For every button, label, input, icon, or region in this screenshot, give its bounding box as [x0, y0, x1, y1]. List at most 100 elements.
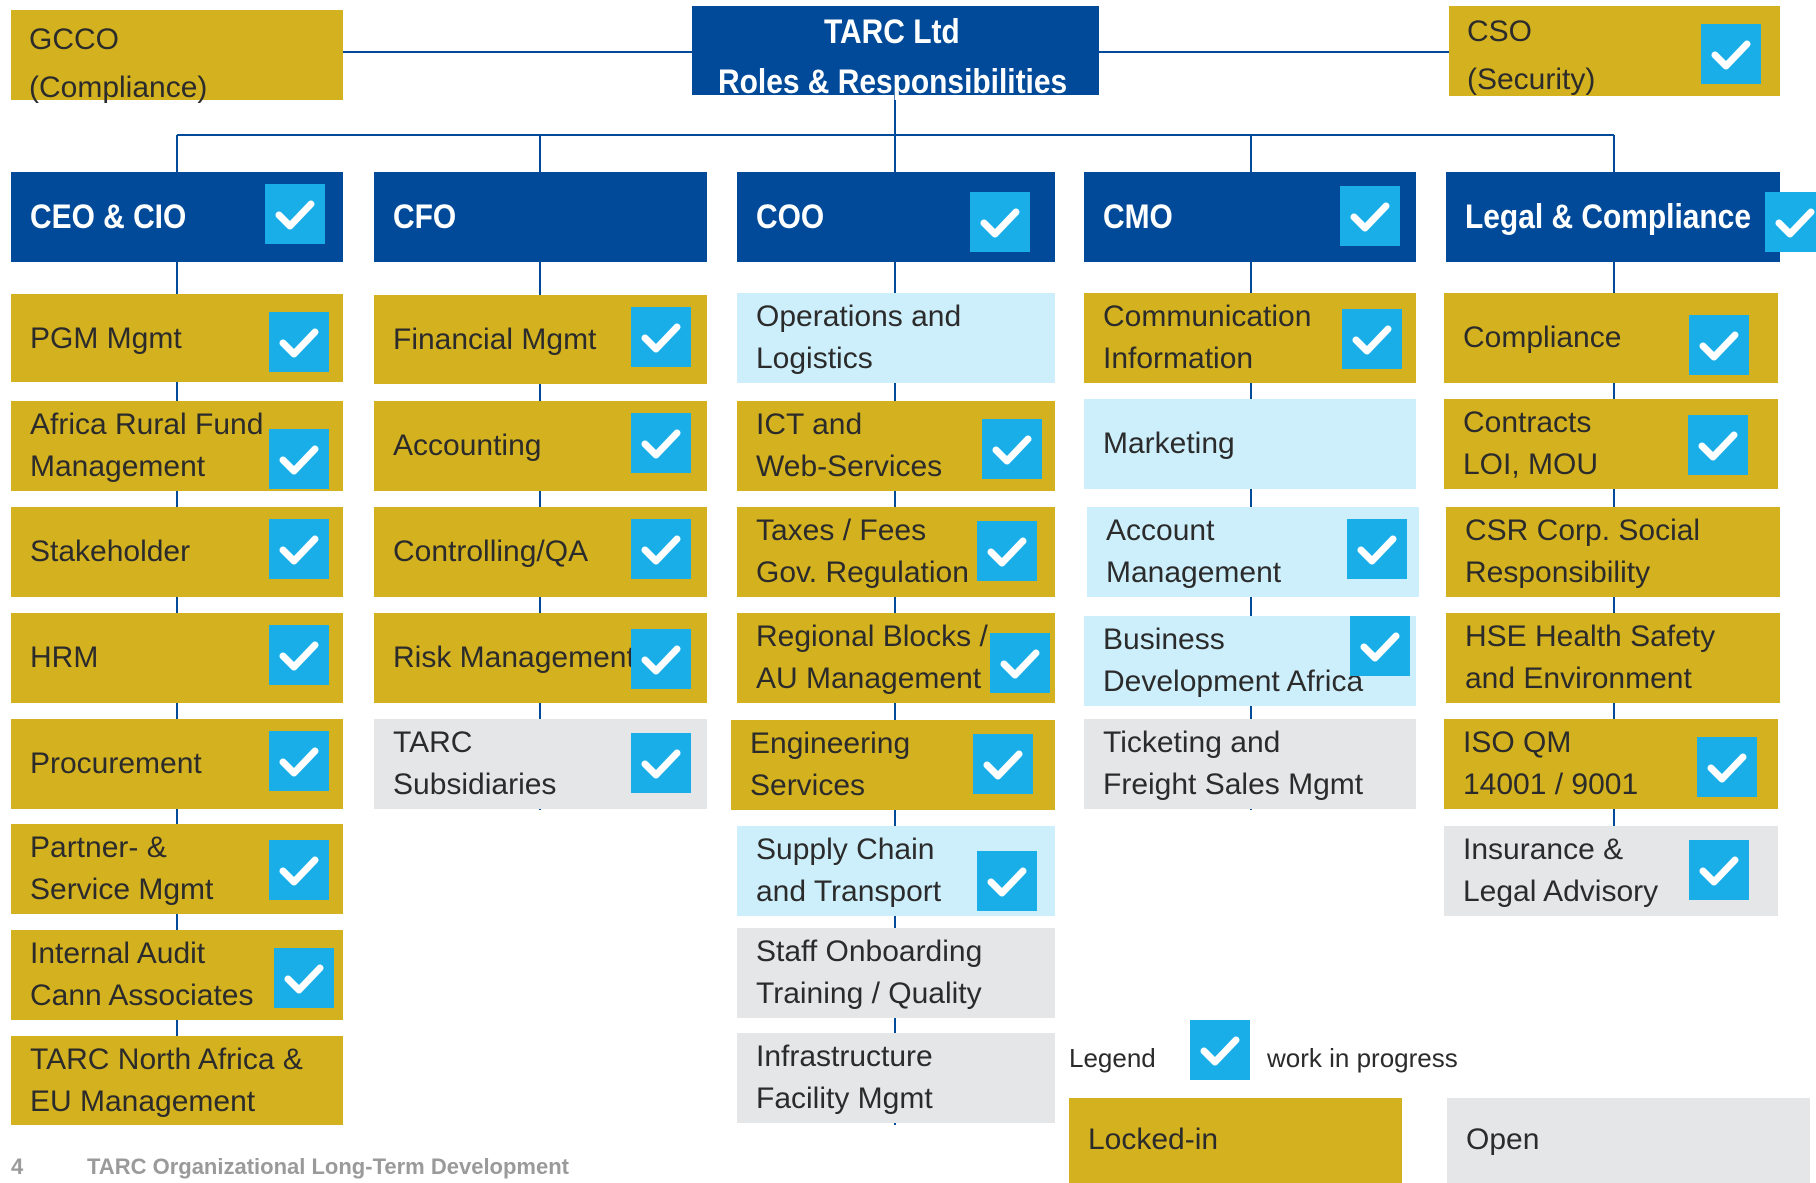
role-box-tarc-north-africa-eu-management: TARC North Africa &EU Management [11, 1036, 343, 1125]
legend-open-label: Open [1466, 1123, 1540, 1156]
check-icon [1347, 519, 1407, 579]
header-legal-compliance: Legal & Compliance [1446, 172, 1816, 262]
role-box-regional-blocks-au-management: Regional Blocks /AU Management [737, 613, 1055, 703]
check-icon [1701, 24, 1761, 84]
role-label: Web-Services [756, 450, 943, 483]
gcco-subtitle: (Compliance) [29, 71, 208, 104]
role-box-supply-chain-and-transport: Supply Chain and Transport [737, 826, 1055, 916]
check-icon [631, 519, 691, 579]
role-label: Insurance & [1463, 833, 1624, 866]
role-label: Business [1103, 623, 1225, 656]
check-icon [977, 851, 1037, 911]
role-label: Engineering [750, 727, 911, 760]
check-icon [631, 733, 691, 793]
check-icon [269, 519, 329, 579]
role-label: Accounting [393, 429, 542, 462]
role-box-partner-service-mgmt: Partner- & Service Mgmt [11, 824, 343, 914]
role-box-hse-health-safety-and-environment: HSE Health Safety and Environment [1446, 613, 1780, 703]
legend-check-meaning: work in progress [1267, 1043, 1458, 1073]
role-label: 14001 / 9001 [1463, 768, 1639, 801]
role-label: Management [30, 450, 206, 483]
role-box-marketing: Marketing [1084, 399, 1416, 489]
role-box-procurement: Procurement [11, 719, 343, 809]
role-label: Contracts [1463, 406, 1592, 439]
role-label: Controlling/QA [393, 535, 589, 568]
check-icon [973, 734, 1033, 794]
cso-box: CSO (Security) [1449, 6, 1780, 96]
gcco-box: GCCO (Compliance) [11, 10, 343, 104]
role-label: and Environment [1465, 662, 1692, 695]
org-title-line1: TARC Ltd [824, 13, 960, 51]
role-label: TARC North Africa & [30, 1043, 303, 1076]
check-icon [1765, 192, 1816, 252]
role-label: Management [1106, 556, 1282, 589]
check-icon [269, 429, 329, 489]
check-icon [631, 307, 691, 367]
role-label: Taxes / Fees [756, 514, 927, 547]
role-label: Legal Advisory [1463, 875, 1659, 908]
cso-subtitle: (Security) [1467, 63, 1596, 96]
check-icon [1350, 616, 1410, 676]
role-label: Partner- & [30, 831, 167, 864]
role-label: LOI, MOU [1463, 448, 1599, 481]
check-icon [970, 192, 1030, 252]
check-icon [265, 184, 325, 244]
header-label: CFO [393, 198, 457, 236]
role-box-iso-qm-14001-9001: ISO QM 14001 / 9001 [1444, 719, 1778, 809]
role-label: Marketing [1103, 427, 1235, 460]
role-label: HSE Health Safety [1465, 620, 1716, 653]
footer-title: TARC Organizational Long-Term Developmen… [87, 1154, 569, 1179]
role-label: Services [750, 769, 866, 802]
check-icon [982, 419, 1042, 479]
role-label: CSR Corp. Social [1465, 514, 1701, 547]
role-label: Procurement [30, 747, 202, 780]
role-label: Gov. Regulation [756, 556, 969, 589]
check-icon [1697, 737, 1757, 797]
legend-check-icon [1190, 1020, 1250, 1080]
role-box-stakeholder: Stakeholder [11, 507, 343, 597]
role-label: Operations and [756, 300, 962, 333]
role-label: TARC [393, 726, 473, 759]
header-cfo: CFO [374, 172, 707, 262]
role-label: Account [1106, 514, 1215, 547]
check-icon [269, 312, 329, 372]
role-box-risk-management: Risk Management [374, 613, 707, 703]
role-label: AU Management [756, 662, 982, 695]
check-icon [269, 731, 329, 791]
header-cmo: CMO [1084, 172, 1416, 262]
role-label: Infrastructure [756, 1040, 933, 1073]
org-title-line2: Roles & Responsibilities [718, 63, 1068, 101]
role-label: Communication [1103, 300, 1312, 333]
header-label: CEO & CIO [30, 198, 187, 236]
role-label: and Transport [756, 875, 942, 908]
role-label: Freight Sales Mgmt [1103, 768, 1364, 801]
role-label: Risk Management [393, 641, 635, 674]
role-label: Africa Rural Fund [30, 408, 264, 441]
check-icon [274, 948, 334, 1008]
role-label: ISO QM [1463, 726, 1572, 759]
role-label: Financial Mgmt [393, 323, 597, 356]
role-label: Compliance [1463, 321, 1622, 354]
header-label: Legal & Compliance [1465, 198, 1751, 236]
role-label: Supply Chain [756, 833, 935, 866]
check-icon [990, 633, 1050, 693]
role-label: Service Mgmt [30, 873, 214, 906]
role-label: Staff Onboarding [756, 935, 983, 968]
role-box-controlling-qa: Controlling/QA [374, 507, 707, 597]
role-label: PGM Mgmt [30, 322, 182, 355]
header-label: CMO [1103, 198, 1173, 236]
gcco-title: GCCO [29, 23, 119, 56]
